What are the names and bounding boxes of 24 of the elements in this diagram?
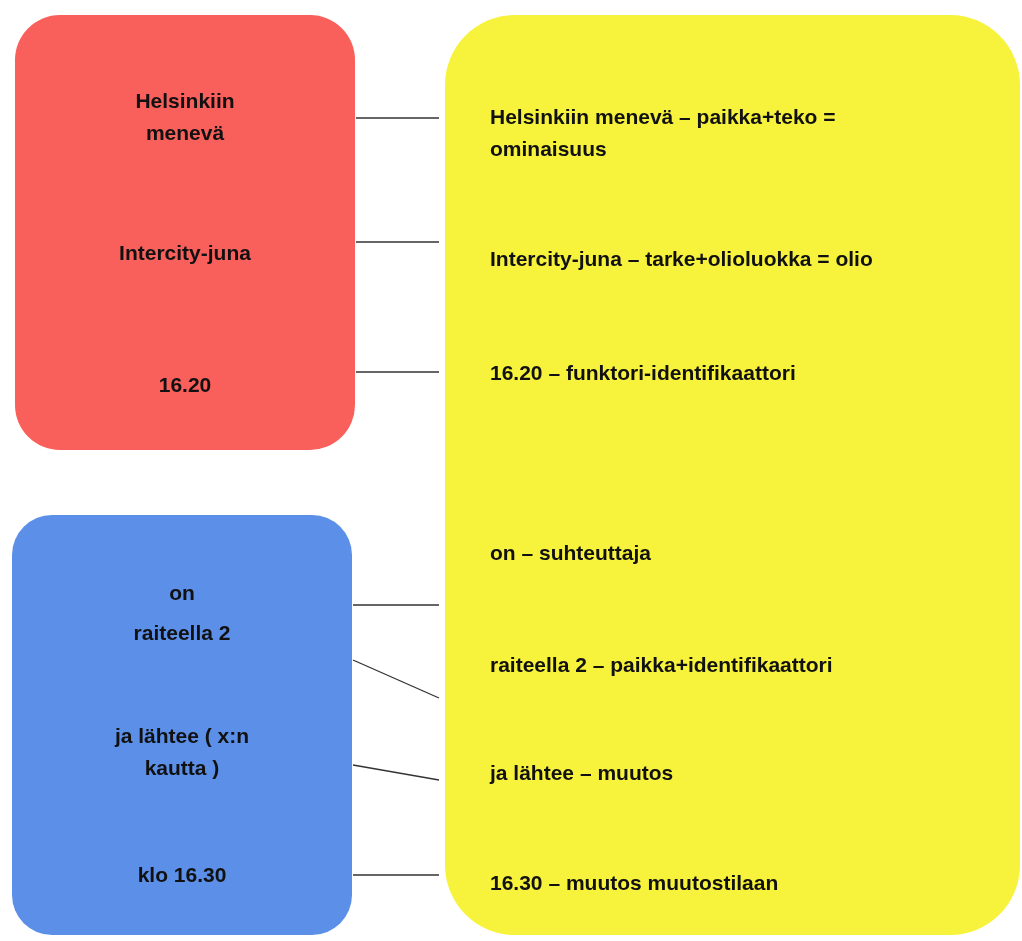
connector-line <box>352 874 440 876</box>
label-text: 16.20 <box>15 369 355 403</box>
label-text: 16.30 – muutos muutostilaan <box>439 867 1020 901</box>
connector-line <box>355 371 440 373</box>
label-text: Intercity-juna <box>15 237 355 307</box>
label-text: 16.20 – funktori-identifikaattori <box>439 357 1020 391</box>
label-text: Helsinkiin menevä – paikka+teko = ominaisuus <box>439 101 1020 167</box>
label-text: Intercity-juna – tarke+olioluokka = olio <box>439 243 1020 313</box>
label-text: ja lähtee ( x:n kautta ) <box>12 720 352 790</box>
label-text: raiteella 2 – paikka+identifikaattori <box>439 649 1020 683</box>
connector-line <box>352 604 440 606</box>
label-text: ja lähtee – muutos <box>439 757 1020 791</box>
connector-line <box>355 241 440 243</box>
connector-line <box>355 117 440 119</box>
rounded-panel <box>15 15 355 450</box>
connector-line <box>352 659 440 699</box>
connector-line <box>352 764 440 781</box>
label-text: klo 16.30 <box>12 859 352 893</box>
rounded-panel <box>445 15 1020 935</box>
rounded-panel <box>12 515 352 935</box>
label-text: Helsinkiin menevä <box>15 85 355 151</box>
label-text: on <box>12 577 352 611</box>
label-text: on – suhteuttaja <box>439 537 1020 609</box>
label-text: raiteella 2 <box>12 617 352 671</box>
